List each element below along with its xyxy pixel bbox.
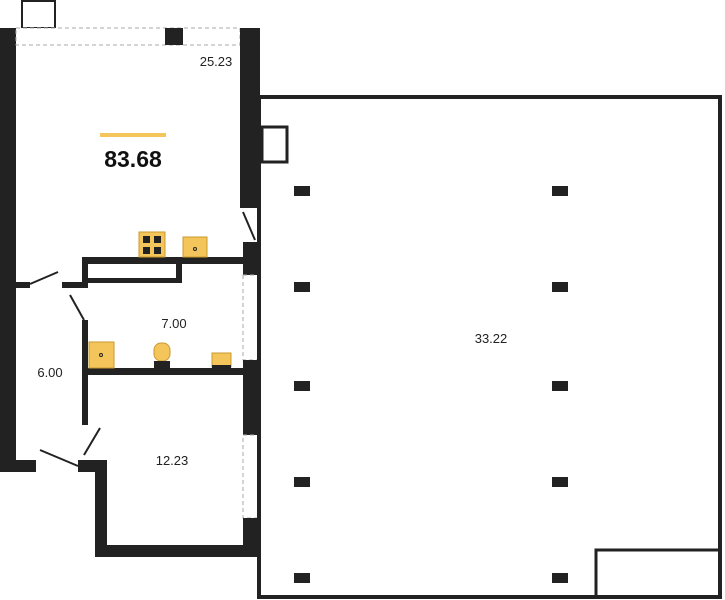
area-bedroom: 12.23 [156,453,189,468]
kitchen-sink-icon [182,236,208,258]
balcony-box [21,0,56,29]
columns [294,186,568,583]
window-bedroom [242,434,259,519]
area-open-space: 33.22 [475,331,508,346]
window-bath [242,274,259,361]
area-hallway: 6.00 [37,365,62,380]
window-top [15,27,241,46]
walls [0,0,260,557]
door-entry [39,449,79,467]
door-bath [69,294,85,321]
door-bedroom [83,427,101,456]
shower-icon [88,341,115,369]
fixtures [88,231,232,369]
stove-icon [138,231,166,258]
area-main-room: 25.23 [200,54,233,69]
total-area: 83.68 [104,146,162,172]
door-hall [29,271,59,285]
total-area-bar [100,133,166,137]
area-bathroom: 7.00 [161,316,186,331]
bath-sink-icon [211,352,232,368]
door-main [242,211,256,241]
open-space [257,95,722,599]
doors [29,211,256,467]
toilet-icon [153,342,171,368]
